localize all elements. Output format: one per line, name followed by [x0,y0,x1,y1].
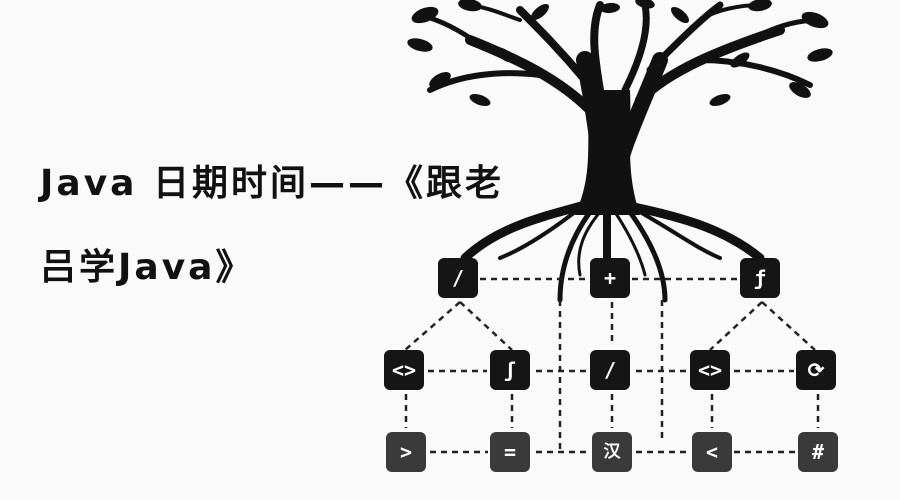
refresh-icon: ⟳ [796,350,836,390]
code-brackets-icon: <> [690,350,730,390]
code-brackets-icon: <> [384,350,424,390]
equals-icon: = [490,432,530,472]
slash-icon: / [438,258,478,298]
less-than-icon: < [692,432,732,472]
node-label: ƒ [753,266,767,290]
han-char-icon: 汉 [592,432,632,472]
title-line-1: Java 日期时间——《跟老 [40,163,504,204]
integral-icon: ʃ [490,350,530,390]
node-label: # [811,440,825,464]
hash-icon: # [798,432,838,472]
node-label: / [451,266,465,290]
node-label: ⟳ [807,358,825,382]
node-label: / [603,358,617,382]
node-label: <> [697,358,723,382]
title-line-2: 吕学Java》 [40,247,255,288]
node-label: 汉 [603,441,621,462]
node-label: < [705,440,719,464]
node-label: ʃ [503,358,517,382]
greater-than-icon: > [386,432,426,472]
function-icon: ƒ [740,258,780,298]
node-label: <> [391,358,417,382]
node-label: = [503,440,517,464]
node-label: > [399,440,413,464]
node-label: + [603,266,617,290]
slash-icon: / [590,350,630,390]
plus-icon: + [590,258,630,298]
